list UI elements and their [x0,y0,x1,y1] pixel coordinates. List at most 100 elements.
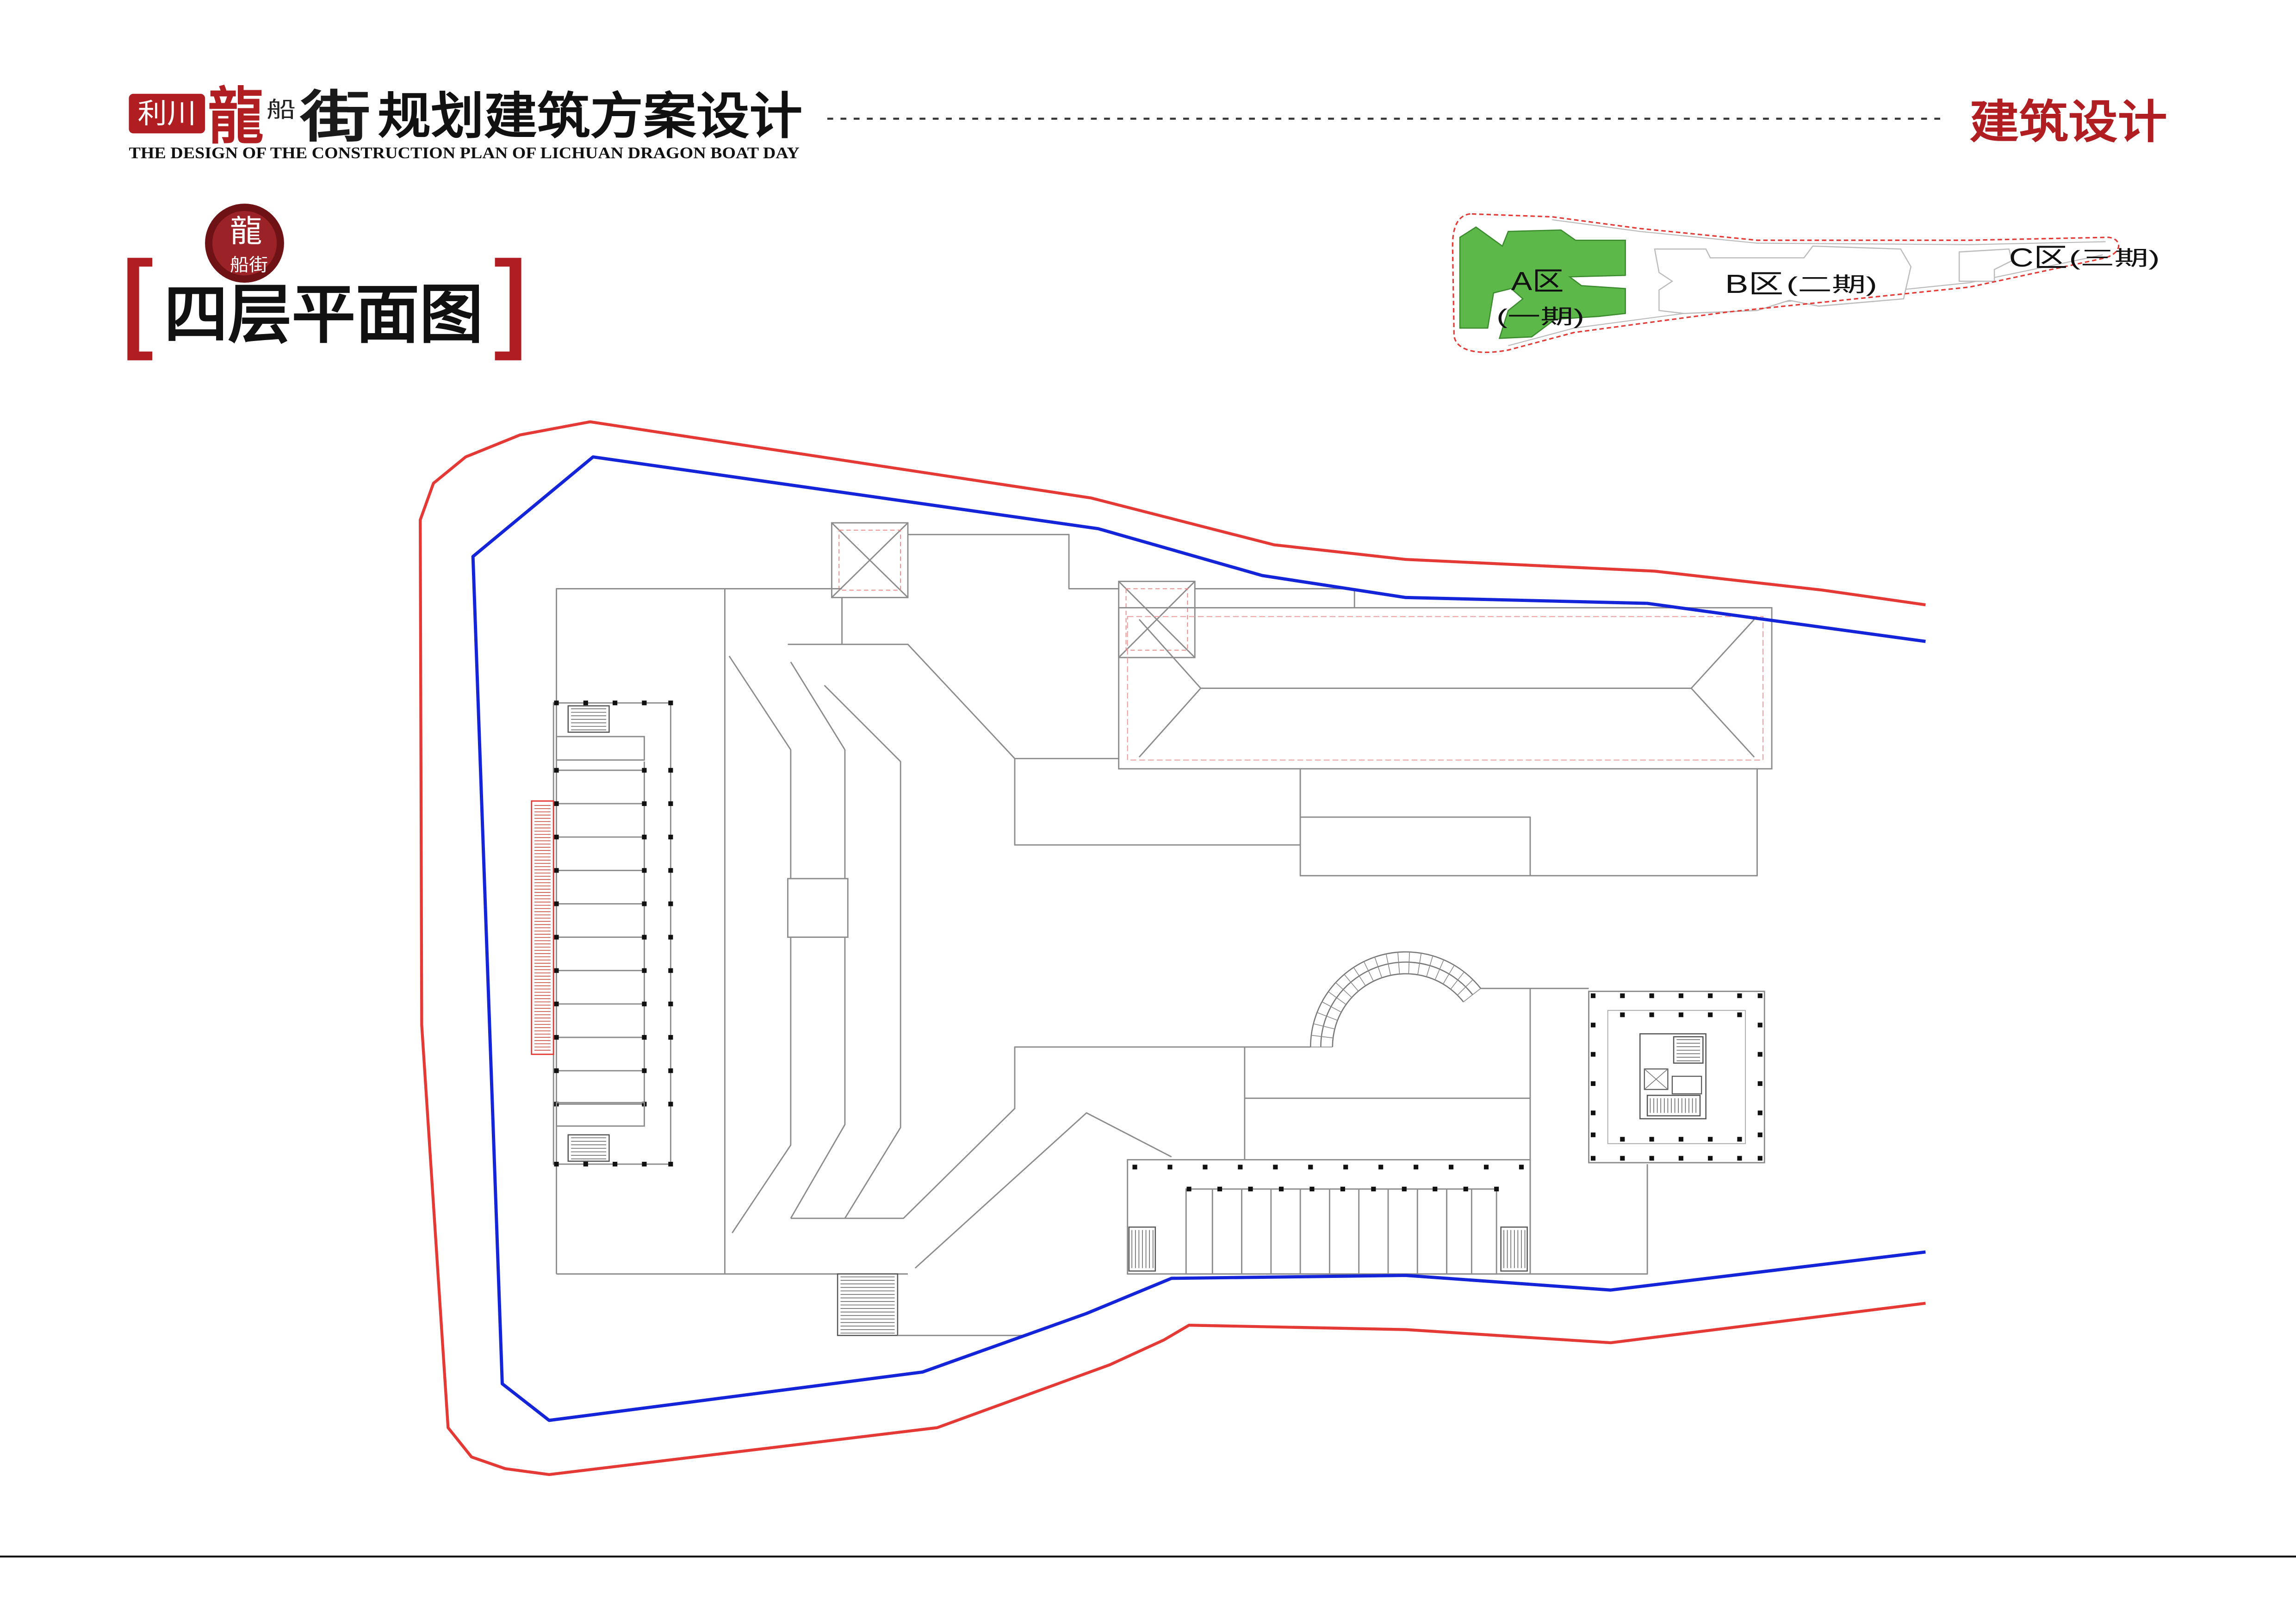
column [668,768,673,773]
column [642,835,647,840]
corridor-middle-edge [790,661,846,1219]
roof-hip-lines [1138,619,1755,758]
canopy-rib [1417,953,1422,975]
tower-core [1639,1033,1706,1120]
zone-a-phase: (一期) [1496,306,1584,329]
column [613,1162,618,1167]
south-wing-edge [790,1046,1245,1219]
column [554,1068,559,1073]
column [1308,1165,1313,1170]
void-cross [831,522,909,598]
column [1167,1165,1173,1170]
column [1708,1012,1713,1017]
central-block-b [1299,769,1758,877]
canopy-rib [1463,988,1481,1003]
column [1278,1186,1284,1191]
zone-a-footprint [1459,226,1626,339]
canopy-rib [1328,991,1347,1005]
canopy-rib [1335,982,1353,998]
facade-screen-outline [531,800,554,1055]
zone-b-label: B区 [1725,269,1784,299]
key-map-road-edge [1552,219,2106,245]
column [583,700,588,706]
canopy-arc [1332,973,1464,1047]
core-stair [1673,1036,1704,1064]
column [668,1068,673,1073]
canopy-rib [1313,1023,1335,1029]
zone-c-phase: (三期) [2069,247,2159,270]
north-wing-edge [788,644,1119,759]
south-stair-west [1128,1226,1156,1272]
column [1402,1186,1407,1191]
column [1238,1165,1243,1170]
corridor-inner-edge [824,685,901,1219]
column [668,901,673,906]
column [1463,1186,1468,1191]
canopy-rib [1457,979,1473,996]
tower-outline [1588,991,1765,1164]
column [1414,1165,1419,1170]
logo-boat-char: 船 [267,97,296,123]
column [1590,1081,1596,1086]
stair-outline [1646,1095,1701,1116]
void-dashed-outline [1125,588,1188,651]
column [1433,1186,1438,1191]
column [1590,1132,1596,1137]
column [1757,1132,1762,1137]
corridor-outer-edge [728,656,792,1233]
column [642,1035,647,1040]
column [642,968,647,973]
column [1737,1137,1742,1142]
south-stair-east [1500,1226,1528,1272]
zone-c-footprint [1958,248,2013,282]
column [1203,1165,1208,1170]
hip-roof-block [1118,607,1773,770]
column [1678,993,1683,998]
column [1649,993,1654,998]
column [1708,993,1713,998]
column [668,1102,673,1107]
column [642,1162,647,1167]
column [1343,1165,1348,1170]
column [554,901,559,906]
canopy-rib [1344,974,1359,992]
column [668,968,673,973]
column [1737,993,1742,998]
column [1340,1186,1345,1191]
column [554,700,559,706]
column [1708,1156,1713,1161]
south-wing-outer-edge [914,1112,1172,1269]
title-left-bracket [127,258,153,360]
core-lift [1644,1068,1669,1090]
column [554,801,559,806]
column [1378,1165,1384,1170]
key-map: A区 (一期) B区 (二期) C区 (三期) [1452,213,2160,353]
column [642,935,647,940]
column [554,1162,559,1167]
column [554,835,559,840]
column [1590,1052,1596,1057]
column [1519,1165,1524,1170]
column [1737,1012,1742,1017]
canopy-rib [1353,967,1366,986]
core-stair-2 [1646,1095,1701,1116]
title-right-bracket [495,258,521,360]
column [1309,1186,1315,1191]
column [1620,1156,1625,1161]
canopy-rib [1311,1035,1334,1039]
column [1590,1110,1596,1116]
canopy-rib [1363,961,1374,982]
fourth-floor-plan [419,420,1926,1476]
column [668,1001,673,1006]
canopy-rib [1316,1012,1338,1021]
column [1494,1186,1499,1191]
column [613,700,618,706]
west-stair-south [567,1134,610,1162]
column [1371,1186,1376,1191]
column [1678,1137,1683,1142]
column [1186,1186,1191,1191]
void-outline [831,522,909,598]
column [642,901,647,906]
column [1757,1023,1762,1028]
